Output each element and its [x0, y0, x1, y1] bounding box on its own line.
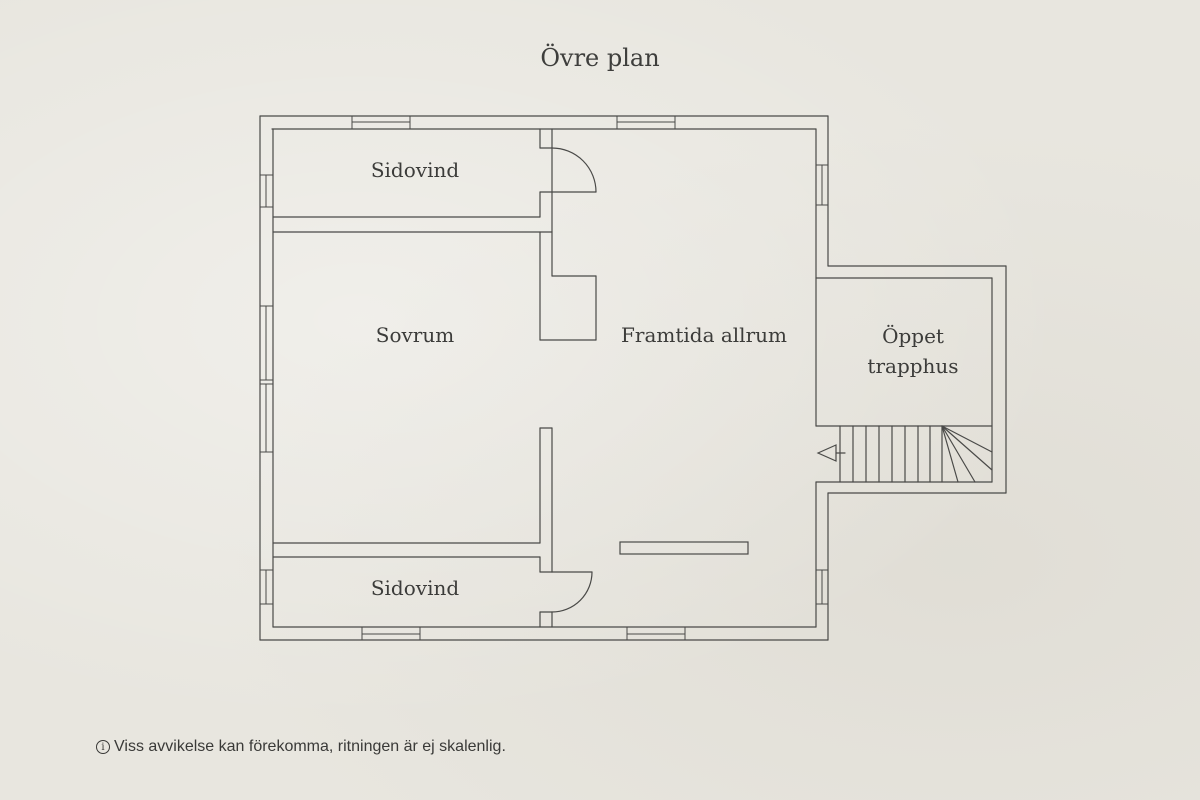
doors — [551, 147, 597, 613]
staircase — [816, 425, 993, 483]
plan-title: Övre plan — [540, 44, 660, 72]
outer-walls — [259, 115, 829, 641]
info-icon: i — [96, 740, 110, 754]
room-label-bedroom: Sovrum — [376, 323, 454, 347]
stair-annex-walls — [815, 265, 1007, 494]
room-label-bottom-side: Sidovind — [371, 576, 460, 600]
room-label-living: Framtida allrum — [621, 323, 787, 347]
interior-walls — [272, 128, 749, 628]
room-label-stair-line2: trapphus — [867, 354, 958, 378]
windows — [259, 115, 829, 641]
disclaimer-text: Viss avvikelse kan förekomma, ritningen … — [114, 738, 506, 755]
room-label-stair-line1: Öppet — [882, 323, 944, 348]
room-label-top-side: Sidovind — [371, 158, 460, 182]
disclaimer: i Viss avvikelse kan förekomma, ritninge… — [96, 738, 506, 756]
